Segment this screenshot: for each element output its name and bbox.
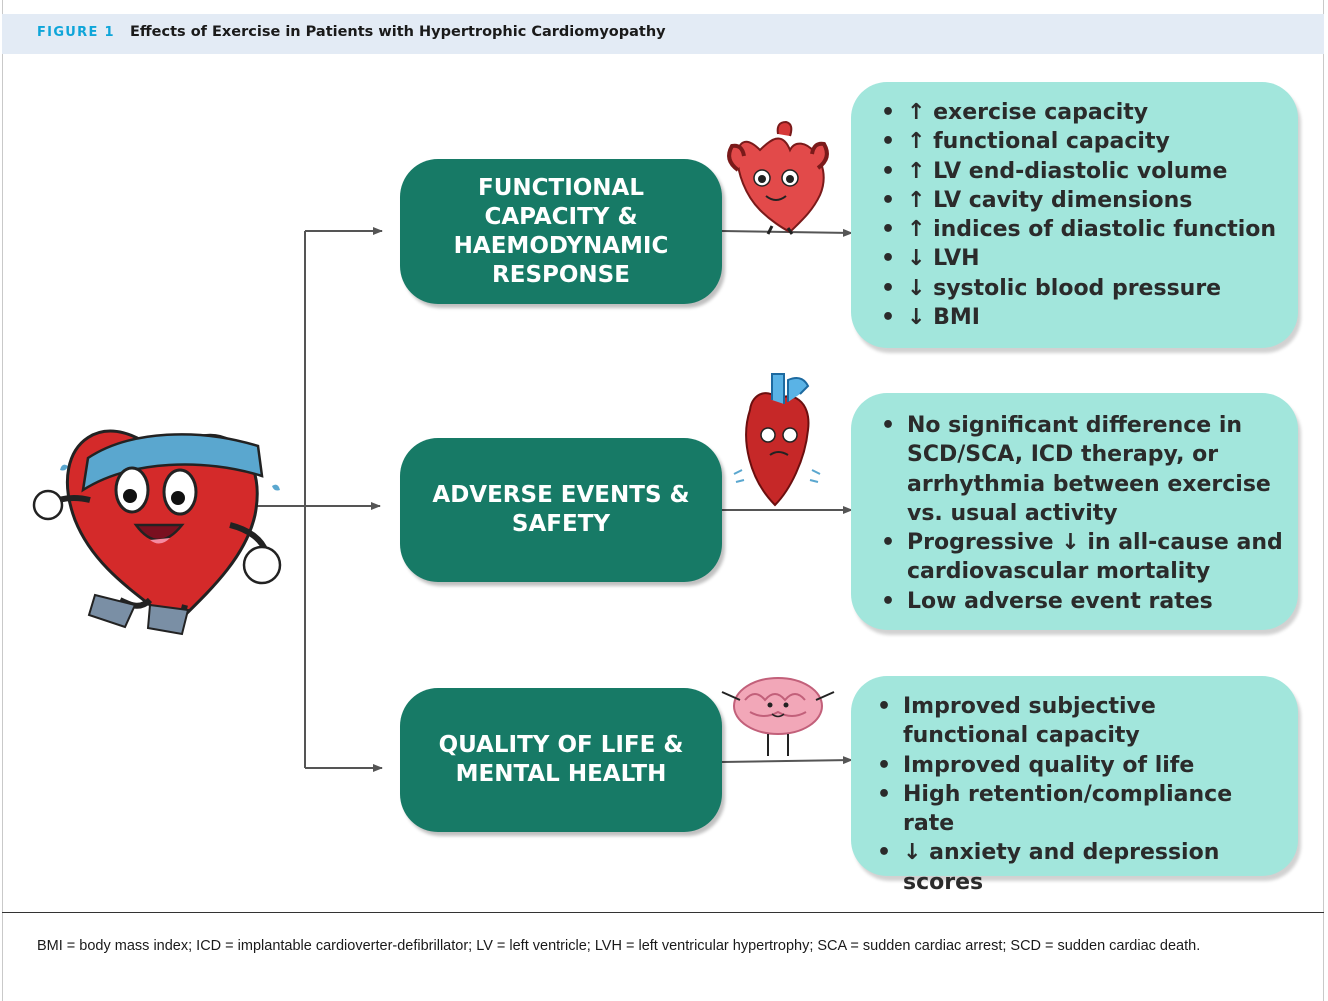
arrow-functional-to-outcomes [721, 228, 853, 237]
arrow-quality-to-outcomes [721, 756, 853, 765]
category-adverse-events: ADVERSE EVENTS & SAFETY [400, 438, 722, 582]
category-functional-capacity: FUNCTIONAL CAPACITY & HAEMODYNAMIC RESPO… [400, 159, 722, 304]
outcome-item: ↓ BMI [877, 303, 1284, 333]
running-heart-mascot-icon [32, 429, 282, 636]
brain-icon [721, 677, 835, 756]
figure-label: FIGURE 1 [37, 25, 115, 40]
outcome-item: ↑ exercise capacity [877, 98, 1284, 128]
connector-lines [250, 227, 853, 772]
outcome-item: Progressive ↓ in all-cause and cardiovas… [877, 528, 1284, 587]
footnote-divider [2, 912, 1324, 913]
category-label: FUNCTIONAL CAPACITY & HAEMODYNAMIC RESPO… [453, 174, 669, 288]
figure-header [2, 14, 1324, 54]
anatomical-heart-icon [733, 373, 821, 507]
outcome-item: ↓ anxiety and depression scores [873, 838, 1288, 897]
outcomes-quality-of-life: Improved subjective functional capacity … [851, 676, 1298, 895]
category-label: ADVERSE EVENTS & SAFETY [432, 482, 690, 537]
outcome-item: ↓ systolic blood pressure [877, 274, 1284, 304]
outcome-item: ↑ LV cavity dimensions [877, 186, 1284, 216]
outcome-item: ↑ LV end-diastolic volume [877, 157, 1284, 187]
abbreviations-footnote: BMI = body mass index; ICD = implantable… [37, 938, 1201, 954]
figure-title: Effects of Exercise in Patients with Hyp… [130, 24, 666, 40]
outcome-item: ↑ functional capacity [877, 127, 1284, 157]
outcome-item: No significant difference in SCD/SCA, IC… [877, 411, 1284, 528]
outcome-item: ↑ indices of diastolic function [877, 215, 1284, 245]
outcome-item: Improved subjective functional capacity [873, 692, 1288, 751]
outcomes-adverse-events: No significant difference in SCD/SCA, IC… [851, 393, 1298, 630]
category-label: QUALITY OF LIFE & MENTAL HEALTH [438, 732, 684, 787]
outcomes-functional-capacity: ↑ exercise capacity ↑ functional capacit… [851, 82, 1298, 348]
outcome-item: ↓ LVH [877, 244, 1284, 274]
outcome-item: Improved quality of life [873, 751, 1288, 781]
category-quality-of-life: QUALITY OF LIFE & MENTAL HEALTH [400, 688, 722, 832]
strong-heart-icon [727, 120, 829, 235]
outcome-item: High retention/compliance rate [873, 780, 1288, 839]
outcome-item: Low adverse event rates [877, 587, 1284, 617]
